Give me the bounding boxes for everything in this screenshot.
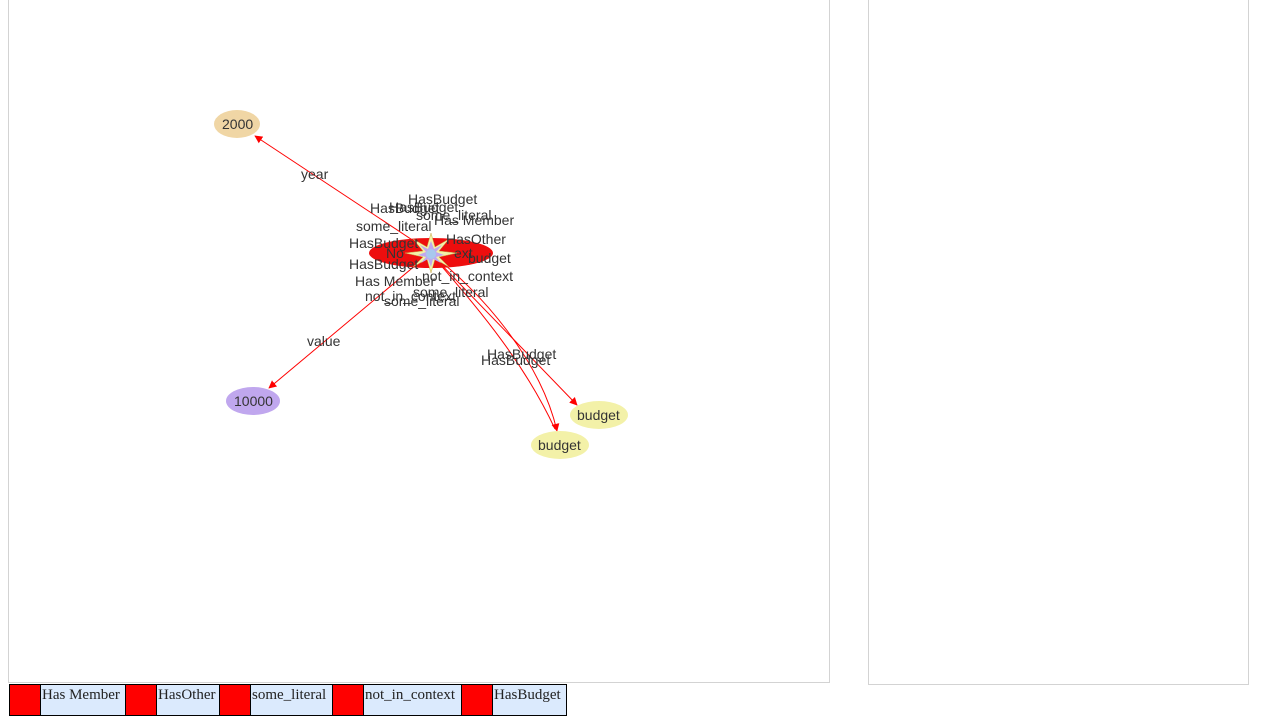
central-node-label: No xyxy=(386,245,404,261)
cluster-label: not_in_context xyxy=(422,268,513,284)
cluster-label: Has Member xyxy=(434,212,514,228)
legend-item-hasbudget[interactable]: HasBudget xyxy=(462,685,566,715)
self-loop-starburst-icon xyxy=(404,232,458,274)
red-swatch-icon xyxy=(333,685,364,715)
node-10000-label: 10000 xyxy=(234,393,273,409)
edge-year[interactable] xyxy=(254,135,430,252)
edge-label-value: value xyxy=(307,333,341,349)
cluster-label: HasOther xyxy=(446,231,506,247)
red-swatch-icon xyxy=(10,685,41,715)
details-panel xyxy=(868,0,1249,685)
graph-panel[interactable]: No ext 2000 10000 budget budget year val… xyxy=(8,0,830,683)
node-10000[interactable] xyxy=(226,387,280,415)
node-budget-a-label: budget xyxy=(577,407,620,423)
node-2000[interactable] xyxy=(214,110,260,138)
legend-label: Has Member xyxy=(41,685,126,715)
cluster-label: some_literal xyxy=(416,207,491,223)
node-budget-a[interactable] xyxy=(570,401,628,429)
cluster-label: not_in_context xyxy=(365,288,456,304)
red-swatch-icon xyxy=(220,685,251,715)
legend-label: not_in_context xyxy=(364,685,462,715)
cluster-label: HasBudget xyxy=(389,199,458,215)
legend-item-has-member[interactable]: Has Member xyxy=(10,685,126,715)
node-budget-b-label: budget xyxy=(538,437,581,453)
legend-item-hasother[interactable]: HasOther xyxy=(126,685,220,715)
legend-label: HasBudget xyxy=(493,685,566,715)
node-budget-b[interactable] xyxy=(531,431,589,459)
legend-item-some-literal[interactable]: some_literal xyxy=(220,685,333,715)
node-2000-label: 2000 xyxy=(222,116,253,132)
edge-label-hasbudget-1: HasBudget xyxy=(487,346,556,362)
edge-hasbudget-a[interactable] xyxy=(430,253,578,406)
cluster-label: some_literal xyxy=(384,293,459,309)
edge-hasbudget-b[interactable] xyxy=(430,253,560,432)
legend-item-not-in-context[interactable]: not_in_context xyxy=(333,685,462,715)
edge-legend: Has Member HasOther some_literal not_in_… xyxy=(9,684,567,716)
red-swatch-icon xyxy=(126,685,157,715)
edge-label-hasbudget-2: HasBudget xyxy=(481,352,550,368)
graph-canvas[interactable]: No ext 2000 10000 budget budget year val… xyxy=(8,1,830,683)
cluster-label: HasBudget xyxy=(370,200,439,216)
edge-hasbudget-c[interactable] xyxy=(432,255,556,430)
cluster-label: HasBudget xyxy=(349,256,418,272)
cluster-label: HasBudget xyxy=(349,235,418,251)
cluster-label: HasBudget xyxy=(408,191,477,207)
cluster-label: Has Member xyxy=(355,273,435,289)
cluster-label: some_literal xyxy=(356,218,431,234)
cluster-label: budget xyxy=(468,250,511,266)
edge-label-year: year xyxy=(301,166,329,182)
legend-label: some_literal xyxy=(251,685,333,715)
red-swatch-icon xyxy=(462,685,493,715)
cluster-label: some_literal xyxy=(413,284,488,300)
legend-label: HasOther xyxy=(157,685,220,715)
edge-value[interactable] xyxy=(268,253,430,389)
central-node-label-tail: ext xyxy=(454,245,473,261)
